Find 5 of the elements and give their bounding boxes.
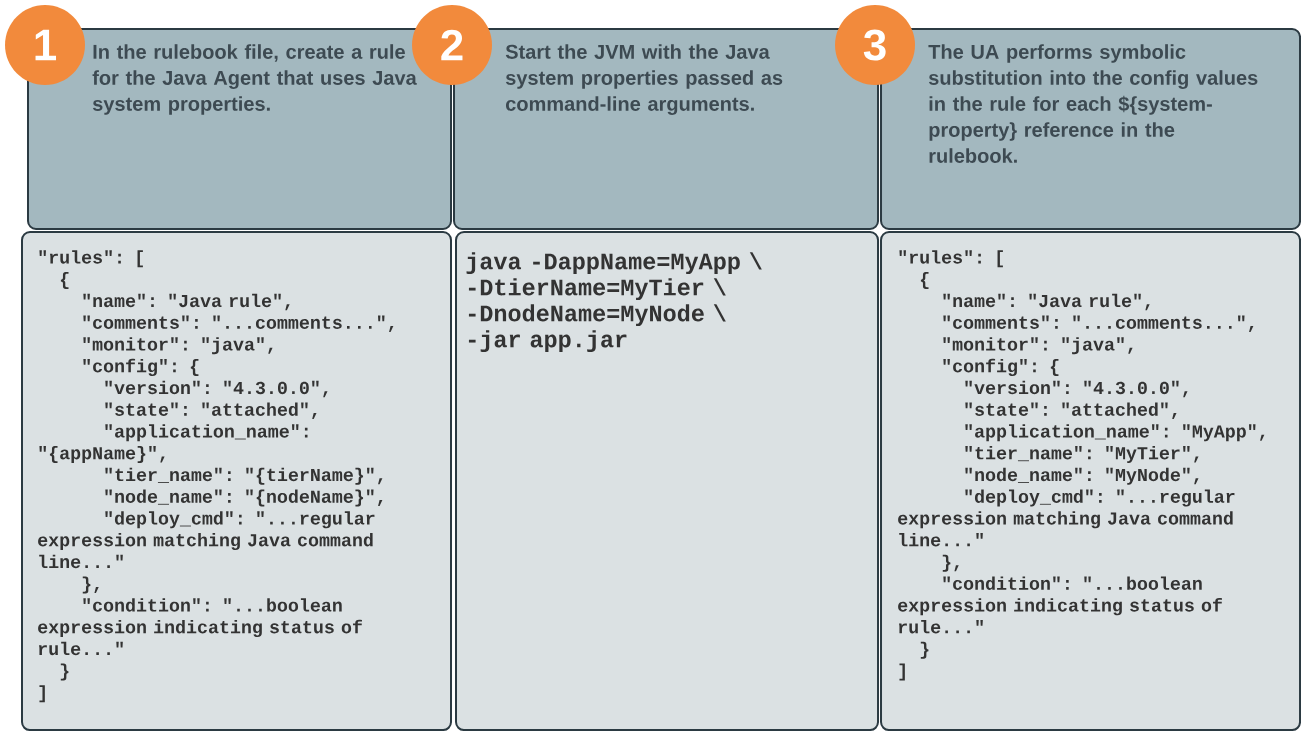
code-panel: "rules": [ { "name": "Java rule", "comments": "...comments...", "monitor": "java", "config": { "version": "4.3.0.0", "state": "attached", "application_name": "{appName}", "tier_name": "{tierName}", "node_name": "{nodeName}", "deploy_cmd": "...regular expression matching Java command line..." }, "condition": "...boolean expression indicating status of rule..." } ] [21, 231, 452, 731]
code-panel: "rules": [ { "name": "Java rule", "comments": "...comments...", "monitor": "java", "config": { "version": "4.3.0.0", "state": "attached", "application_name": "MyApp", "tier_name": "MyTier", "node_name": "MyNode", "deploy_cmd": "...regular expression matching Java command line..." }, "condition": "...boolean expression indicating status of rule..." } ] [880, 231, 1301, 731]
code-panel: java -DappName=MyApp \ -DtierName=MyTier \ -DnodeName=MyNode \ -jar app.jar [455, 231, 879, 731]
step-number-badge: 3 [835, 5, 915, 85]
step-number-badge: 1 [5, 5, 85, 85]
